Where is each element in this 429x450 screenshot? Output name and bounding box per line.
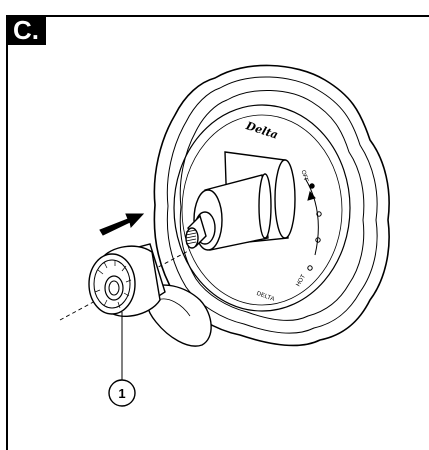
step-label: C. [6, 15, 46, 45]
off-mark: OFF [300, 170, 309, 183]
small-print-mark: DELTA [256, 291, 275, 303]
temperature-scale [304, 177, 322, 271]
valve-sleeve [185, 151, 296, 251]
brand-logo: Delta [243, 119, 279, 142]
callout-1-circle [108, 379, 136, 407]
escutcheon-faceplate [153, 64, 390, 347]
handle-adapter-ring [94, 260, 132, 309]
direction-arrow [99, 213, 145, 236]
callout-1-number: 1 [118, 386, 125, 401]
hot-mark: HOT [296, 273, 308, 287]
handle-assembly [88, 243, 212, 347]
frame-top-border [6, 15, 429, 17]
valve-stem-splines [185, 229, 197, 245]
frame-left-border [6, 15, 8, 450]
